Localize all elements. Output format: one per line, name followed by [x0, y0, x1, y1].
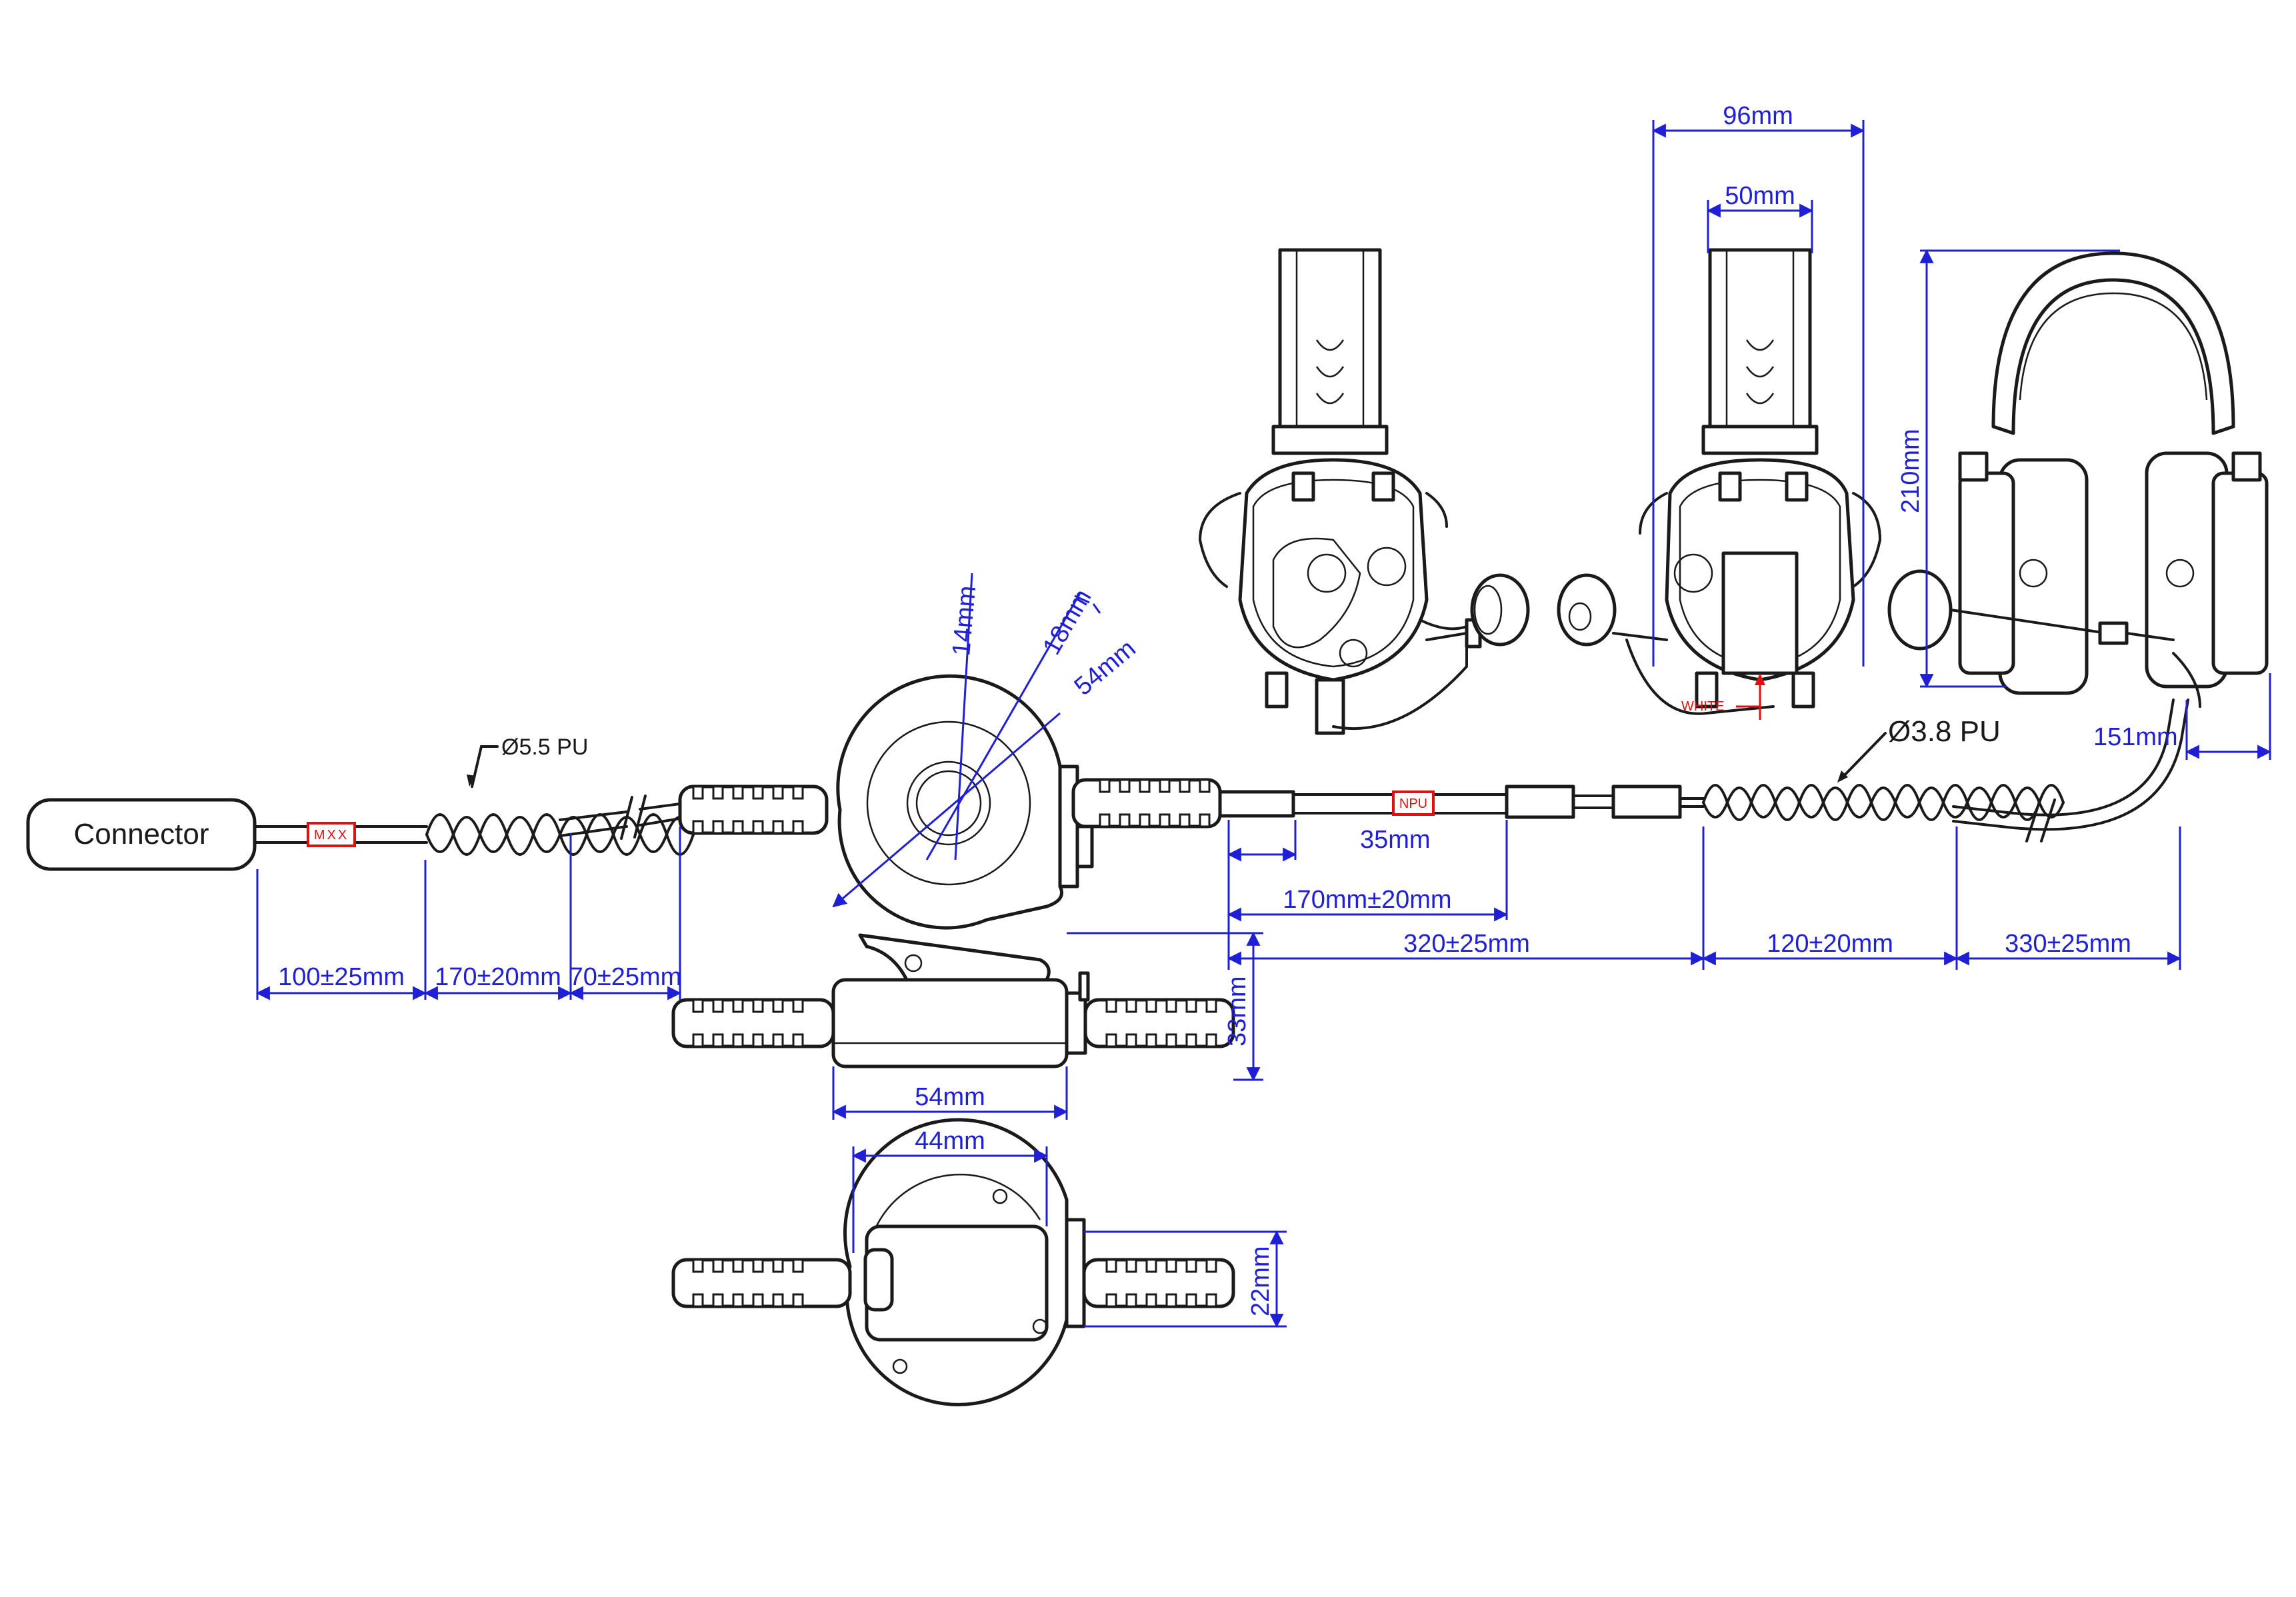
dim-210mm: 210mm	[1897, 429, 1925, 513]
wire-white-label: WHITE	[1681, 699, 1724, 714]
tag-mxx	[307, 822, 356, 847]
dim-54mm-side: 54mm	[915, 1083, 985, 1111]
dim-35mm: 35mm	[1360, 826, 1431, 854]
dim-320mm: 320±25mm	[1403, 930, 1530, 958]
connector-label: Connector	[73, 818, 209, 850]
headset-cable	[1952, 699, 2189, 842]
dimension-lines: 96mm 50mm 210mm 151mm 100±25mm 170±20mm	[255, 102, 2272, 1328]
dim-33mm: 33mm	[1223, 976, 1251, 1046]
dim-170mm-right: 170mm±20mm	[1283, 886, 1451, 914]
cable-left-spec: Ø5.5 PU	[501, 735, 588, 760]
cable-callouts: Ø5.5 PU Ø3.8 PU	[467, 715, 2001, 788]
tag-npu	[1392, 791, 1435, 816]
dim-50mm: 50mm	[1725, 182, 1795, 210]
dim-18mm: 18mm	[1037, 585, 1097, 659]
connector-box: Connector	[26, 798, 257, 871]
left-cable-segment	[559, 795, 681, 840]
tag-mxx-label: MXX	[314, 828, 349, 842]
dim-70mm: 70±25mm	[569, 963, 682, 991]
dim-330mm: 330±25mm	[2005, 930, 2131, 958]
dim-22mm: 22mm	[1247, 1246, 1275, 1316]
left-strain-relief	[678, 785, 829, 835]
ptt-back-view	[671, 1118, 1235, 1406]
headset-view-1	[1199, 248, 1530, 735]
dim-151mm: 151mm	[2093, 723, 2178, 751]
right-cable: NPU	[1218, 785, 1705, 819]
left-cable: MXX	[253, 822, 428, 847]
cable-right-spec: Ø3.8 PU	[1888, 715, 2001, 748]
dim-54mm-diameter: 54mm	[1069, 635, 1141, 701]
dim-120mm: 120±20mm	[1767, 930, 1893, 958]
dim-44mm: 44mm	[915, 1127, 985, 1155]
ptt-front-view	[678, 674, 1222, 930]
headset-view-3	[1887, 251, 2269, 708]
dim-14mm: 14mm	[947, 585, 981, 657]
headset-view-2: WHITE	[1557, 248, 1881, 720]
ptt-side-view	[671, 933, 1235, 1068]
tag-npu-label: NPU	[1399, 797, 1427, 811]
right-coil	[1702, 784, 2065, 821]
dim-96mm: 96mm	[1723, 102, 1793, 130]
dim-170mm-left: 170±20mm	[435, 963, 561, 991]
dim-100mm: 100±25mm	[278, 963, 405, 991]
